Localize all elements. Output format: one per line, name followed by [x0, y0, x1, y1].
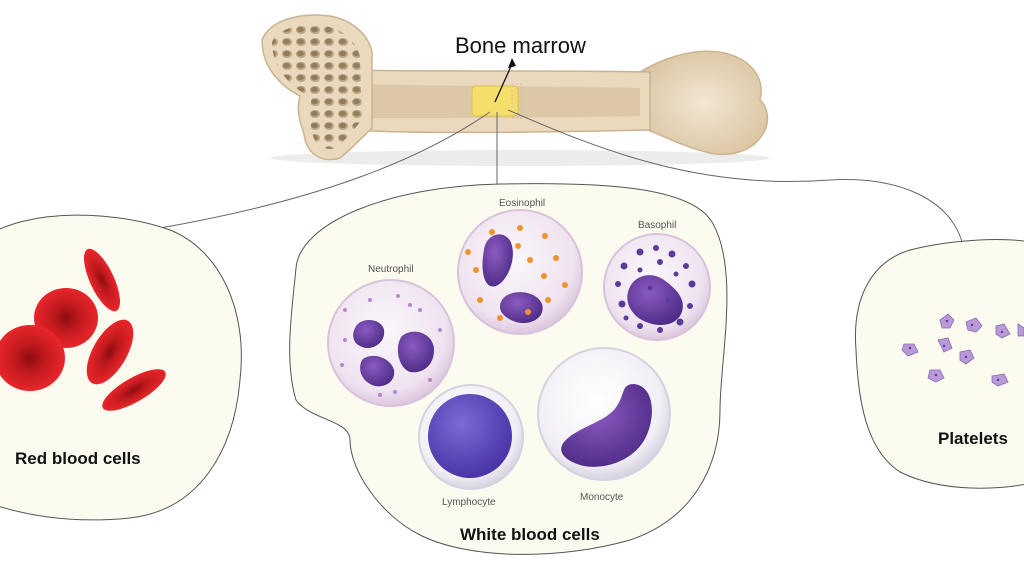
group-white-blood-cells: Neutrophil Eosinophil: [289, 183, 728, 555]
neutrophil-nucleus: [353, 319, 385, 349]
basophil-cell: [603, 233, 711, 341]
lymphocyte-cell: [418, 384, 524, 490]
label-neutrophil: Neutrophil: [368, 264, 414, 275]
label-white-blood-cells: White blood cells: [460, 525, 600, 544]
platelet: [991, 373, 1009, 387]
neutrophil-cell: [327, 279, 455, 407]
spongy-bone: [272, 24, 362, 150]
group-red-blood-cells: Red blood cells: [0, 214, 242, 521]
platelets-blob: [854, 239, 1024, 489]
label-basophil: Basophil: [638, 220, 676, 231]
label-platelets: Platelets: [938, 429, 1008, 448]
lymphocyte-nucleus: [428, 394, 512, 478]
red-blood-cell: [102, 369, 166, 411]
monocyte-cell: [537, 347, 671, 481]
eosinophil-nucleus: [482, 234, 513, 287]
red-blood-cell: [0, 325, 65, 391]
connector-red: [159, 111, 491, 229]
label-eosinophil: Eosinophil: [499, 198, 545, 209]
bone-head-right: [639, 50, 769, 156]
eosinophil-cell: [457, 209, 583, 335]
label-red-blood-cells: Red blood cells: [15, 449, 141, 468]
marrow-pointer: [494, 63, 513, 103]
monocyte-nucleus: [561, 384, 652, 467]
platelet: [965, 317, 983, 333]
bone-shadow: [270, 150, 770, 166]
diagram-title: Bone marrow: [455, 33, 586, 58]
group-platelets: Platelets: [854, 239, 1024, 489]
red-blood-cell-icons: [0, 248, 166, 411]
label-lymphocyte: Lymphocyte: [442, 497, 496, 508]
red-blood-cell: [86, 319, 134, 385]
platelet: [995, 323, 1011, 339]
red-blood-cell: [83, 248, 121, 312]
platelet: [937, 337, 953, 353]
basophil-nucleus: [627, 275, 683, 326]
connectors: [159, 109, 963, 243]
connector-platelets: [507, 109, 963, 243]
platelet: [1017, 323, 1024, 337]
label-monocyte: Monocyte: [580, 492, 624, 503]
bone-illustration: Bone marrow: [261, 14, 770, 166]
platelet: [901, 343, 919, 357]
